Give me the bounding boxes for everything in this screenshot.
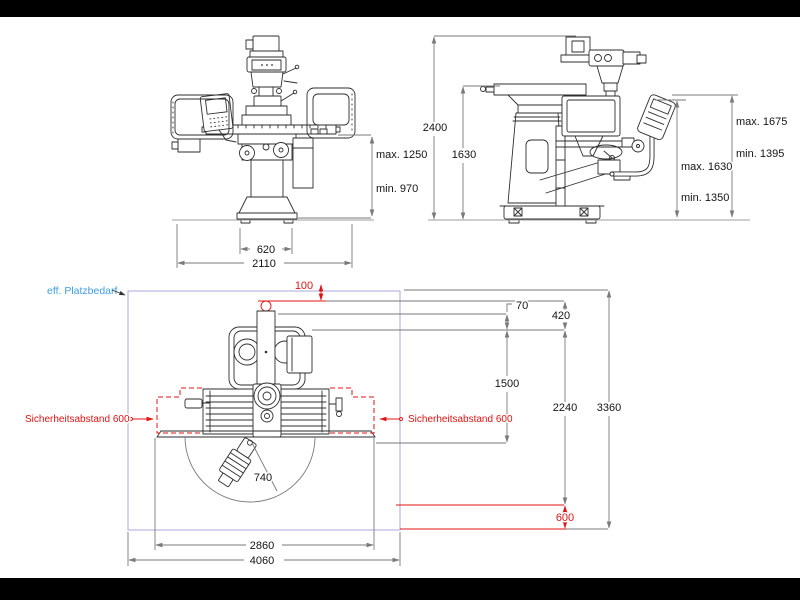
- dim-pendant-height-max: max. 1675: [736, 116, 787, 128]
- dim-crank-height-max: max. 1630: [681, 161, 732, 173]
- space-requirement-label: eff. Platzbedarf: [47, 285, 118, 297]
- side-view-dimensions: 2400 1630 max. 1675 min. 1395 max. 1630 …: [421, 35, 789, 221]
- safety-envelope: [156, 300, 566, 530]
- dim-pendant-height-min: min. 1395: [736, 148, 784, 160]
- letterbox-bottom: [0, 578, 800, 600]
- dim-machine-depth: 2240: [553, 402, 577, 414]
- dim-front-offset: 600: [556, 512, 574, 524]
- plan-view-dimensions: 100 70 420 1500 2240 3360 600: [24, 279, 623, 569]
- dim-total-width: 4060: [250, 555, 274, 567]
- dim-swing-radius: 740: [254, 472, 272, 484]
- front-view-dimensions: max. 1250 min. 970 620 2110: [172, 134, 429, 272]
- dim-overall-height: 2400: [423, 122, 447, 134]
- swing-arc: [184, 436, 316, 503]
- control-pendant: [637, 94, 676, 141]
- dim-table-travel: 1500: [495, 378, 519, 390]
- letterbox-top: [0, 0, 800, 17]
- dim-safety-width: 2860: [250, 540, 274, 552]
- dim-table-height-max: max. 1250: [376, 149, 427, 161]
- dim-column-height: 1630: [452, 149, 476, 161]
- dim-table-height-min: min. 970: [376, 183, 418, 195]
- side-view-machine: [480, 36, 676, 224]
- front-view: max. 1250 min. 970 620 2110: [170, 35, 429, 272]
- dim-rear-offset: 100: [295, 280, 313, 292]
- space-requirement-boundary: [127, 290, 401, 531]
- plan-view: eff. Platzbedarf: [24, 279, 623, 569]
- dim-head-depth: 420: [552, 310, 570, 322]
- dim-head-offset: 70: [516, 300, 528, 312]
- space-requirement-leader: [111, 289, 126, 296]
- dim-total-depth: 3360: [597, 402, 621, 414]
- side-view: 2400 1630 max. 1675 min. 1395 max. 1630 …: [421, 35, 789, 224]
- dim-table-width: 620: [257, 244, 275, 256]
- plan-view-machine: 740: [156, 300, 376, 503]
- safety-distance-right-label: Sicherheitsabstand 600: [408, 414, 513, 425]
- safety-distance-left-label: Sicherheitsabstand 600: [25, 414, 130, 425]
- swing-arm: [218, 437, 257, 488]
- front-view-machine: [170, 35, 356, 224]
- dim-crank-height-min: min. 1350: [681, 192, 729, 204]
- dim-overall-width: 2110: [252, 258, 276, 270]
